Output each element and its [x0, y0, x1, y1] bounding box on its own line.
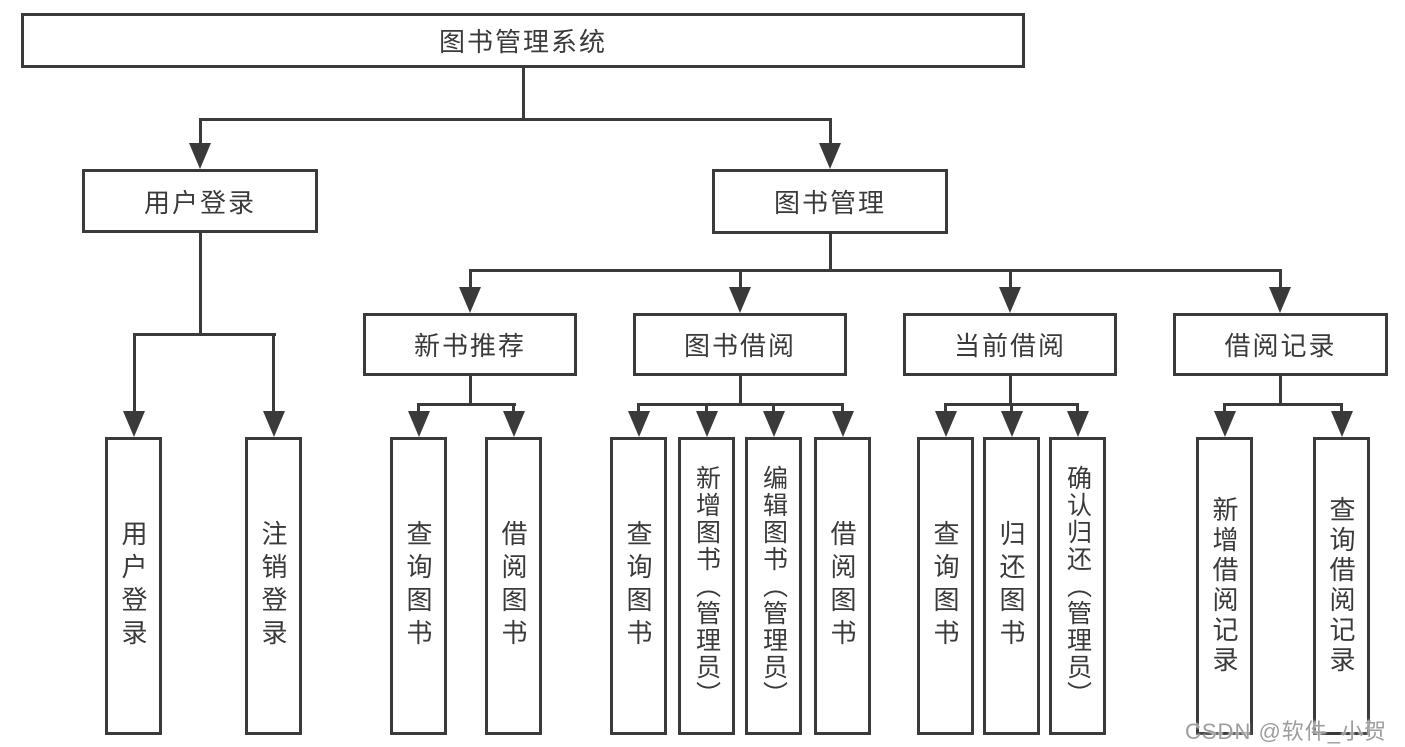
connector-root-branch-left: [198, 118, 202, 145]
connector-root-stem: [521, 68, 525, 120]
arrowhead-bb-add-book: [695, 411, 718, 437]
node-user-login: 用户登录: [82, 169, 318, 233]
node-new-book-recommend: 新书推荐: [363, 313, 577, 376]
arrowhead-cb-query-book: [934, 411, 957, 437]
arrowhead-new-book-recommend: [459, 287, 481, 313]
connector-currentborrow-branch2: [1010, 403, 1013, 414]
node-book-borrow: 图书借阅: [633, 313, 847, 376]
arrowhead-rec-borrow-book: [502, 411, 525, 437]
arrowhead-br-add-record: [1213, 411, 1236, 437]
connector-bookborrow-branch2: [705, 403, 708, 414]
connector-newbook-rail: [417, 403, 516, 406]
node-current-borrow: 当前借阅: [903, 313, 1117, 376]
leaf-query-borrow-record: 查询借阅记录: [1313, 437, 1370, 735]
connector-bookmgmt-branch2: [738, 269, 742, 290]
arrowhead-cb-return-book: [1000, 411, 1023, 437]
arrowhead-book-borrow: [729, 287, 751, 313]
leaf-query-book-borrow: 查询图书: [610, 437, 667, 735]
leaf-logout-login: 注销登录: [245, 437, 302, 735]
connector-newbook-branch2: [512, 403, 515, 414]
node-borrow-record: 借阅记录: [1173, 313, 1388, 376]
connector-bookborrow-stem: [738, 375, 742, 406]
leaf-borrow-book: 借阅图书: [814, 437, 871, 735]
arrowhead-br-query-record: [1330, 411, 1353, 437]
connector-borrowrecord-stem: [1278, 375, 1282, 406]
node-root: 图书管理系统: [21, 13, 1025, 68]
leaf-add-book-admin: 新增图书（管理员）: [678, 437, 735, 735]
leaf-query-book-current: 查询图书: [917, 437, 974, 735]
connector-newbook-stem: [468, 375, 472, 406]
node-book-management: 图书管理: [712, 169, 948, 234]
arrowhead-book-management: [819, 143, 841, 169]
arrowhead-user-login: [189, 143, 211, 169]
leaf-user-login: 用户登录: [105, 437, 162, 735]
arrowhead-bb-query-book: [627, 411, 650, 437]
arrowhead-leaf-user-login: [123, 411, 145, 437]
connector-userlogin-stem: [198, 232, 202, 336]
connector-bookborrow-rail: [637, 403, 844, 406]
connector-userlogin-rail: [132, 333, 276, 336]
connector-borrowrecord-branch1: [1223, 403, 1226, 414]
arrowhead-borrow-record: [1269, 287, 1291, 313]
leaf-query-book-recommend: 查询图书: [390, 437, 447, 735]
connector-currentborrow-stem: [1008, 375, 1012, 406]
leaf-return-book: 归还图书: [983, 437, 1040, 735]
arrowhead-bb-borrow-book: [831, 411, 854, 437]
arrowhead-leaf-logout: [262, 411, 285, 437]
connector-currentborrow-branch1: [944, 403, 947, 414]
arrowhead-rec-query-book: [407, 411, 430, 437]
connector-borrowrecord-branch2: [1340, 403, 1343, 414]
connector-bookborrow-branch1: [637, 403, 640, 414]
connector-bookmgmt-stem: [828, 233, 832, 272]
arrowhead-bb-edit-book: [762, 411, 785, 437]
leaf-borrow-book-recommend: 借阅图书: [485, 437, 542, 735]
connector-bookmgmt-rail: [468, 269, 1282, 272]
connector-userlogin-branch1: [132, 333, 136, 413]
connector-newbook-branch1: [417, 403, 420, 414]
leaf-confirm-return-admin: 确认归还（管理员）: [1049, 437, 1106, 735]
connector-bookmgmt-branch4: [1278, 269, 1282, 290]
connector-bookmgmt-branch3: [1008, 269, 1012, 290]
connector-root-rail: [198, 118, 832, 121]
connector-userlogin-branch2: [272, 333, 275, 413]
connector-currentborrow-branch3: [1076, 403, 1079, 414]
connector-bookborrow-branch3: [772, 403, 775, 414]
connector-borrowrecord-rail: [1223, 403, 1343, 406]
arrowhead-current-borrow: [999, 287, 1021, 313]
csdn-watermark: CSDN @软件_小贺同学: [1185, 719, 1388, 744]
connector-root-branch-right: [828, 118, 832, 145]
leaf-add-borrow-record: 新增借阅记录: [1196, 437, 1253, 735]
arrowhead-cb-confirm-return: [1066, 411, 1089, 437]
leaf-edit-book-admin: 编辑图书（管理员）: [745, 437, 802, 735]
connector-bookmgmt-branch1: [468, 269, 472, 290]
connector-bookborrow-branch4: [841, 403, 844, 414]
